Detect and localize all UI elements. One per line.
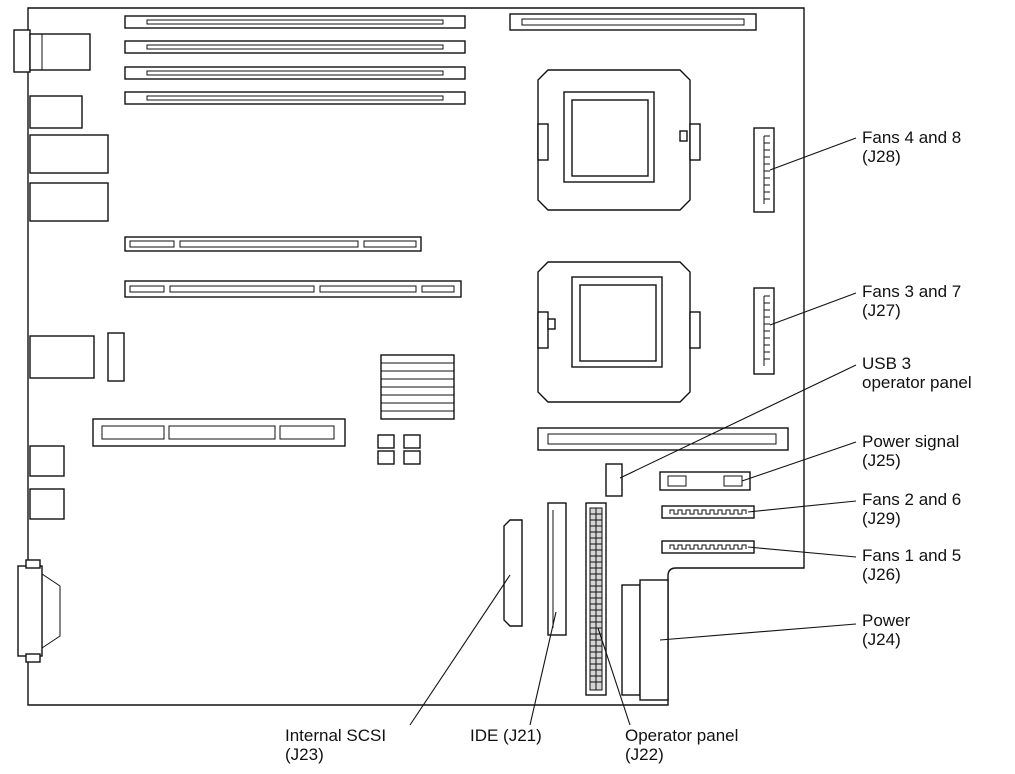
label-internal-scsi-line1: Internal SCSI: [285, 726, 387, 745]
label-fans-1-and-5: Fans 1 and 5 (J26): [862, 546, 961, 584]
usb3-header: [605, 463, 623, 497]
label-ide-line1: IDE (J21): [470, 726, 542, 745]
label-usb3-line1: USB 3: [862, 354, 912, 373]
ide-connector-j21: [547, 502, 567, 636]
label-power-signal: Power signal (J25): [862, 432, 959, 470]
label-operator-panel: Operator panel (J22): [625, 726, 738, 764]
processor-socket-2: [537, 261, 701, 403]
label-fans-4-and-8: Fans 4 and 8 (J28): [862, 128, 961, 166]
label-internal-scsi-line2: (J23): [285, 745, 324, 764]
dimm-slots: [124, 15, 466, 105]
top-edge-slot: [509, 13, 757, 31]
small-vertical-header: [107, 332, 125, 382]
lower-long-slot: [537, 427, 789, 451]
fan-connector-j27: [753, 287, 775, 375]
label-power: Power (J24): [862, 611, 910, 649]
label-operator-panel-line1: Operator panel: [625, 726, 739, 745]
label-fans-2-and-6-line1: Fans 2 and 6: [862, 490, 962, 509]
label-usb3-line2: operator panel: [862, 373, 972, 392]
label-fans-4-and-8-line2: (J28): [862, 147, 901, 166]
fan-connector-j26: [661, 540, 755, 554]
label-fans-3-and-7-line1: Fans 3 and 7: [862, 282, 962, 301]
label-power-signal-line2: (J25): [862, 451, 901, 470]
label-usb3-operator-panel: USB 3 operator panel: [862, 354, 972, 392]
label-fans-3-and-7: Fans 3 and 7 (J27): [862, 282, 961, 320]
label-fans-2-and-6-line2: (J29): [862, 509, 901, 528]
fan-connector-j29: [661, 505, 755, 519]
label-fans-1-and-5-line2: (J26): [862, 565, 901, 584]
operator-panel-connector-j22: [585, 502, 607, 696]
small-chips: [377, 434, 421, 465]
label-ide: IDE (J21): [470, 726, 542, 745]
processor-socket-1: [537, 69, 701, 211]
label-fans-4-and-8-line1: Fans 4 and 8: [862, 128, 962, 147]
label-power-line1: Power: [862, 611, 911, 630]
internal-scsi-connector-j23: [503, 519, 523, 627]
label-internal-scsi: Internal SCSI (J23): [285, 726, 386, 764]
chipset-heatsink: [380, 354, 455, 420]
label-operator-panel-line2: (J22): [625, 745, 664, 764]
label-fans-3-and-7-line2: (J27): [862, 301, 901, 320]
label-power-line2: (J24): [862, 630, 901, 649]
fan-connector-j28: [753, 127, 775, 213]
callout-leader-lines: [409, 137, 857, 726]
pci-slots: [92, 236, 462, 447]
rear-io-connectors: [13, 29, 109, 663]
label-fans-1-and-5-line1: Fans 1 and 5: [862, 546, 962, 565]
power-signal-connector-j25: [659, 471, 751, 491]
label-fans-2-and-6: Fans 2 and 6 (J29): [862, 490, 961, 528]
label-power-signal-line1: Power signal: [862, 432, 960, 451]
